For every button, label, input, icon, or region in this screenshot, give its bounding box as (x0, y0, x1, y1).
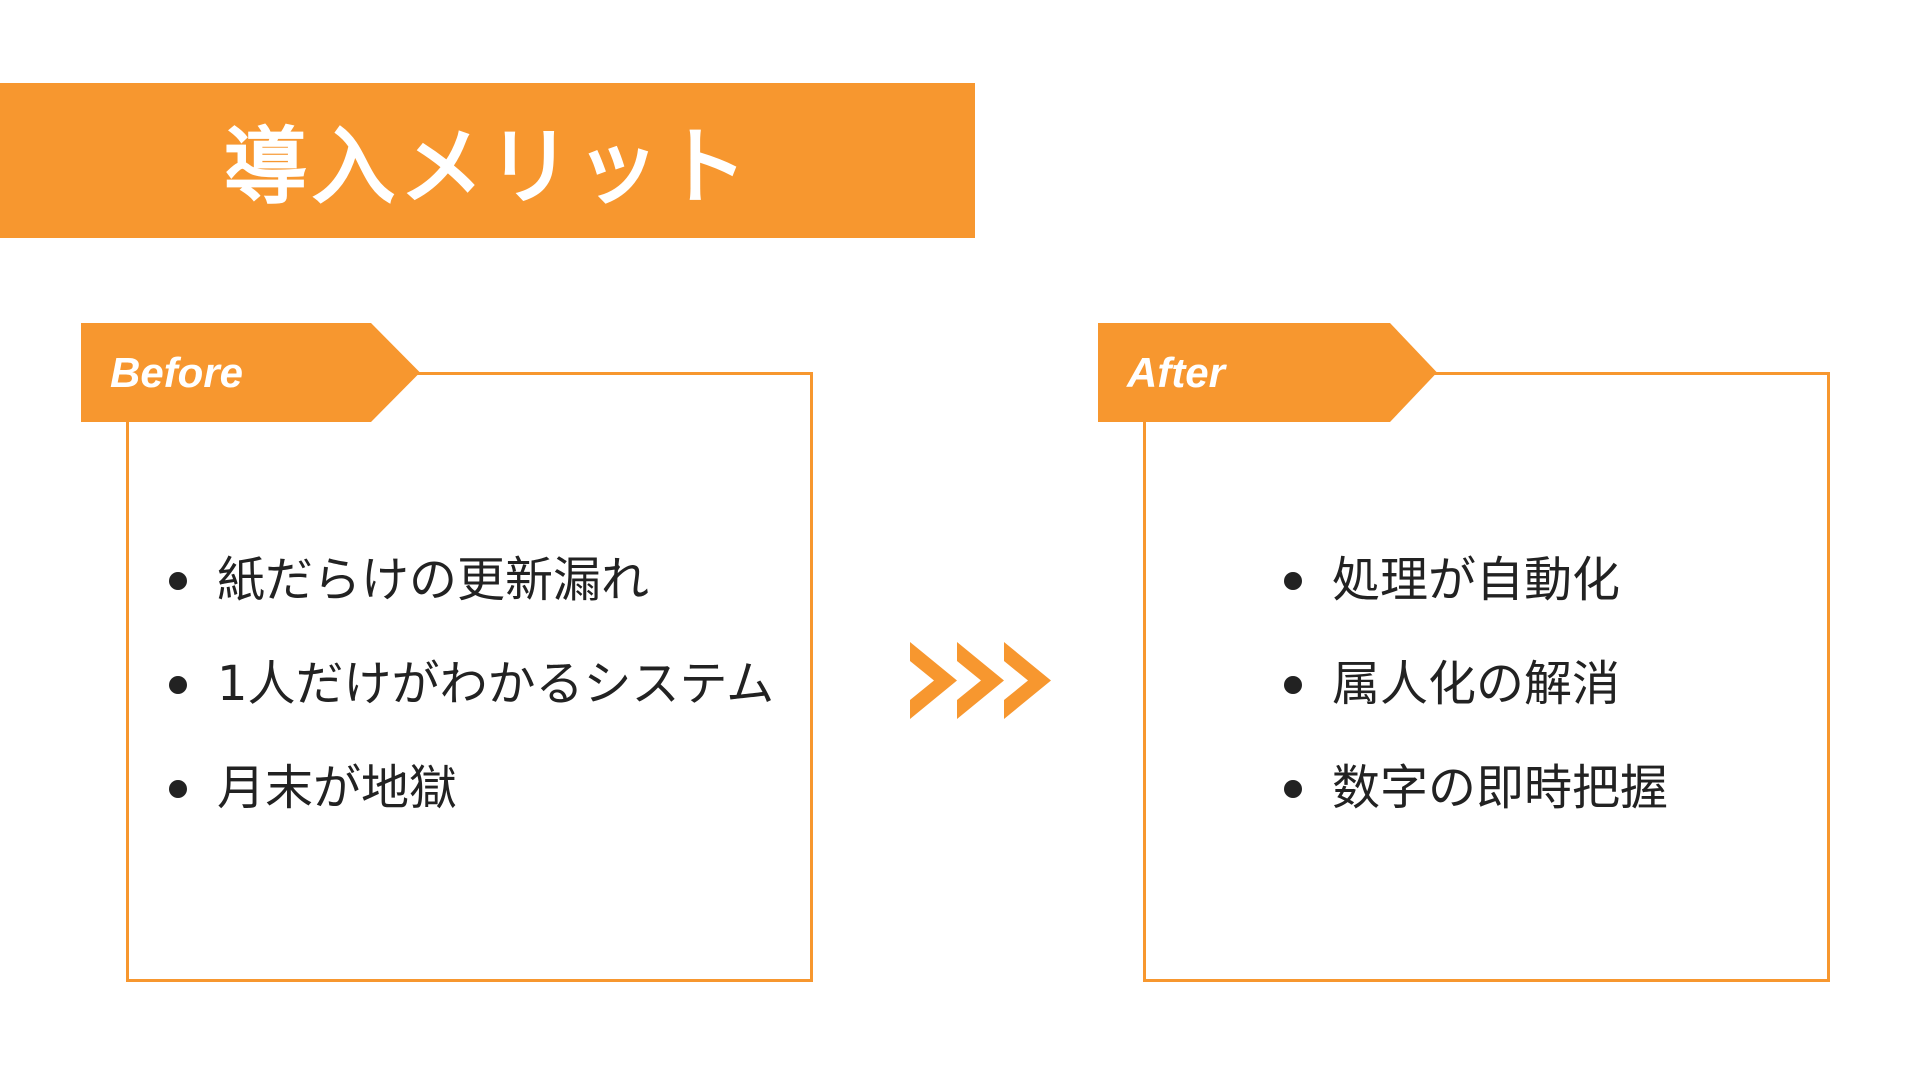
item-text: 1人だけがわかるシステム (217, 656, 775, 712)
item-text: 属人化の解消 (1332, 656, 1621, 712)
after-box (1143, 372, 1830, 982)
before-tag: Before (81, 323, 421, 422)
bullet-icon (169, 676, 187, 694)
bullet-icon (1284, 780, 1302, 798)
item-text: 紙だらけの更新漏れ (217, 552, 650, 608)
bullet-icon (1284, 572, 1302, 590)
item-text: 処理が自動化 (1332, 552, 1621, 608)
before-list: 紙だらけの更新漏れ 1人だけがわかるシステム 月末が地獄 (169, 528, 774, 840)
bullet-icon (169, 780, 187, 798)
before-label: Before (110, 349, 244, 396)
after-tag: After (1098, 323, 1438, 422)
list-item: 数字の即時把握 (1284, 736, 1668, 840)
after-panel: After 処理が自動化 属人化の解消 数字の即時把握 (1098, 323, 1858, 988)
list-item: 1人だけがわかるシステム (169, 632, 774, 736)
tag-shape-icon (81, 323, 420, 422)
item-text: 月末が地獄 (217, 760, 458, 816)
before-box (126, 372, 813, 982)
list-item: 紙だらけの更新漏れ (169, 528, 774, 632)
list-item: 処理が自動化 (1284, 528, 1668, 632)
page-title: 導入メリット (223, 118, 752, 216)
tag-shape-icon (1098, 323, 1437, 422)
list-item: 月末が地獄 (169, 736, 774, 840)
before-panel: Before 紙だらけの更新漏れ 1人だけがわかるシステム 月末が地獄 (81, 323, 841, 988)
list-item: 属人化の解消 (1284, 632, 1668, 736)
after-label: After (1127, 349, 1226, 396)
triple-chevron-right-icon (910, 642, 1052, 723)
after-list: 処理が自動化 属人化の解消 数字の即時把握 (1284, 528, 1668, 840)
title-banner: 導入メリット (0, 83, 975, 238)
bullet-icon (1284, 676, 1302, 694)
item-text: 数字の即時把握 (1332, 760, 1669, 816)
bullet-icon (169, 572, 187, 590)
